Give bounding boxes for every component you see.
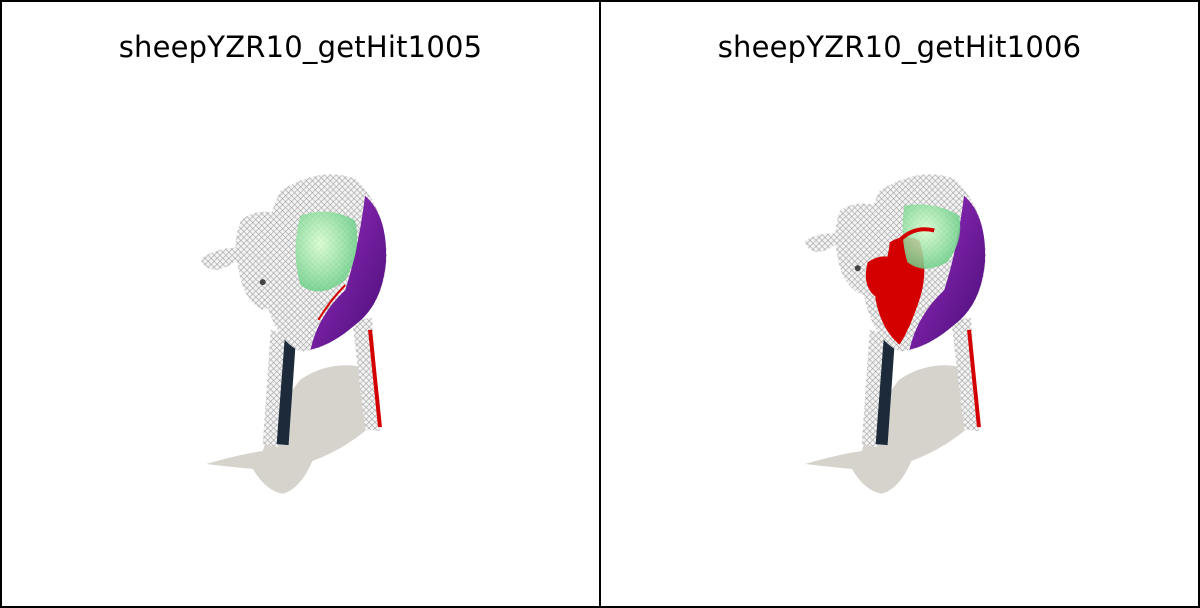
- body-purple: [909, 195, 986, 350]
- pane-title-right: sheepYZR10_getHit1006: [717, 30, 1082, 64]
- render-pane-left[interactable]: sheepYZR10_getHit1005: [0, 0, 600, 608]
- pane-title-left: sheepYZR10_getHit1005: [118, 30, 483, 64]
- front-leg-dark: [875, 339, 895, 446]
- ear: [805, 233, 842, 253]
- render-pane-right[interactable]: sheepYZR10_getHit1006: [600, 0, 1200, 608]
- body-green: [902, 204, 961, 269]
- ear: [201, 247, 243, 271]
- body-purple: [310, 195, 387, 350]
- head: [235, 211, 295, 310]
- body-green: [295, 211, 358, 292]
- ground-shadow: [805, 365, 979, 494]
- sheep-render-left[interactable]: [2, 2, 599, 606]
- front-leg-dark: [276, 339, 296, 446]
- sheep-render-right[interactable]: [601, 2, 1198, 606]
- ground-shadow: [206, 365, 380, 494]
